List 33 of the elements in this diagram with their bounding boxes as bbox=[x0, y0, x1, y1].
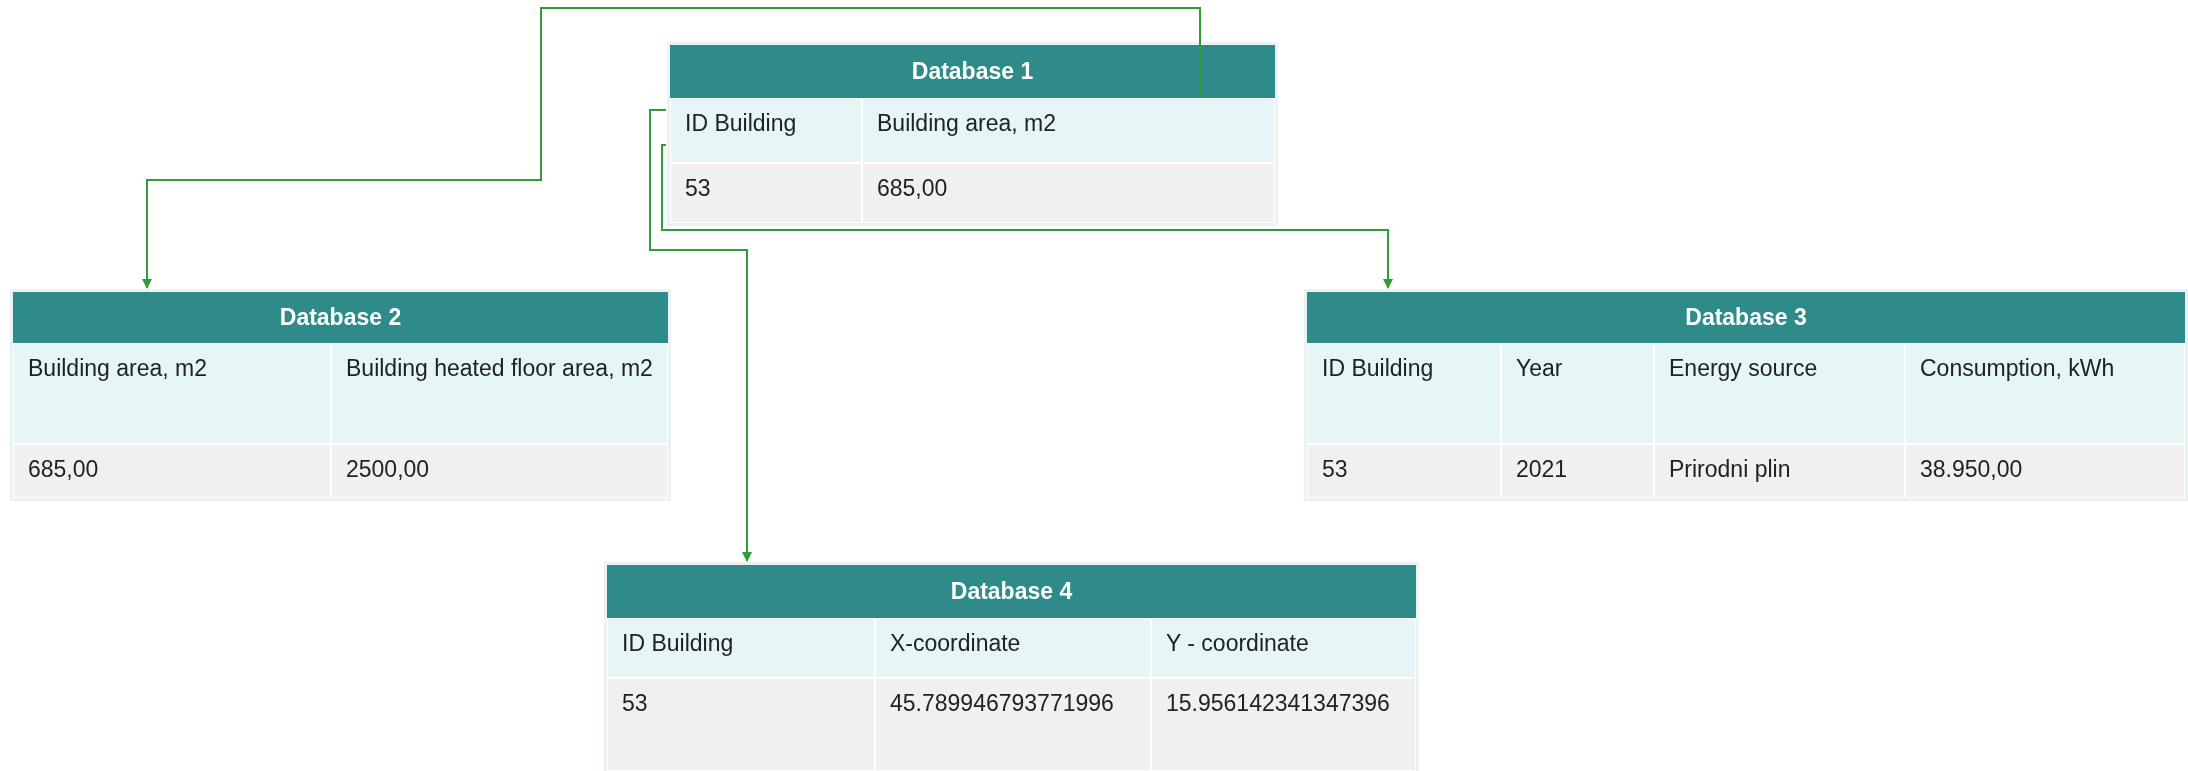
header-cell: ID Building bbox=[1307, 343, 1501, 444]
data-cell: 685,00 bbox=[13, 444, 331, 498]
data-cell: Prirodni plin bbox=[1654, 444, 1905, 498]
data-table bbox=[1304, 289, 2188, 501]
data-table bbox=[604, 562, 1419, 771]
arrow bbox=[649, 109, 752, 562]
header-cell: ID Building bbox=[607, 618, 875, 678]
data-cell: 685,00 bbox=[862, 163, 1275, 223]
table-title-bar: Database 3 bbox=[1307, 292, 2185, 343]
header-cell: Building area, m2 bbox=[13, 343, 331, 444]
data-cell: 2021 bbox=[1501, 444, 1654, 498]
data-cell: 38.950,00 bbox=[1905, 444, 2185, 498]
data-cell: 53 bbox=[670, 163, 862, 223]
table-title-bar: Database 2 bbox=[13, 292, 668, 343]
header-cell: Energy source bbox=[1654, 343, 1905, 444]
header-cell: Building heated floor area, m2 bbox=[331, 343, 668, 444]
table-title-bar: Database 1 bbox=[670, 45, 1275, 98]
header-cell: X-coordinate bbox=[875, 618, 1151, 678]
header-cell: Y - coordinate bbox=[1151, 618, 1416, 678]
arrow bbox=[661, 144, 1393, 289]
header-cell: Year bbox=[1501, 343, 1654, 444]
arrow bbox=[142, 7, 1201, 289]
data-cell: 15.956142341347396 bbox=[1151, 678, 1416, 771]
data-table bbox=[10, 289, 671, 501]
data-cell: 45.789946793771996 bbox=[875, 678, 1151, 771]
data-cell: 53 bbox=[607, 678, 875, 771]
data-cell: 53 bbox=[1307, 444, 1501, 498]
header-cell: ID Building bbox=[670, 98, 862, 163]
data-table bbox=[667, 42, 1278, 226]
data-cell: 2500,00 bbox=[331, 444, 668, 498]
header-cell: Building area, m2 bbox=[862, 98, 1275, 163]
header-cell: Consumption, kWh bbox=[1905, 343, 2185, 444]
table-title-bar: Database 4 bbox=[607, 565, 1416, 618]
